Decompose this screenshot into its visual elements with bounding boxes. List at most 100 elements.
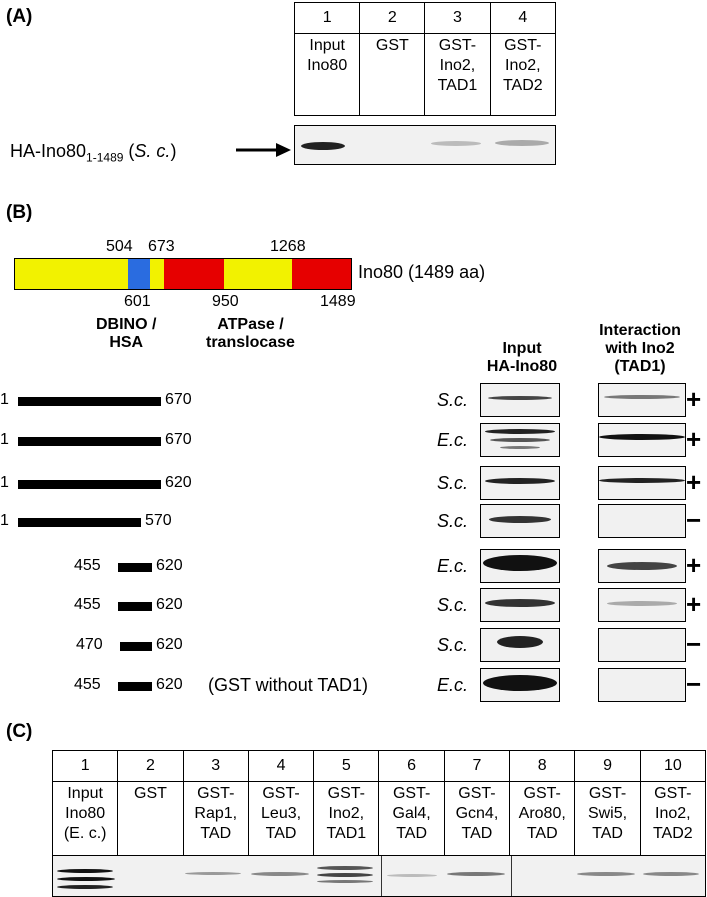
construct-end: 670 [165,431,192,448]
domain-atpase-2 [292,259,351,289]
lane-number: 1 [293,2,361,34]
input-blot [480,466,560,500]
lane-number: 8 [509,750,576,782]
construct-start: 470 [76,636,103,653]
lane-label: GST [359,33,426,116]
lane-label: GST-Rap1,TAD [182,781,249,864]
species-label: E.c. [436,675,468,695]
input-blot [480,668,560,702]
panel-a-letter: (A) [6,6,33,27]
input-blot [480,549,560,583]
domain-n-term [15,259,128,289]
species-label: S.c. [436,635,468,655]
lane-label: GST-Ino2,TAD2 [639,781,707,864]
arrow-icon [236,143,291,157]
interaction-result: + [686,384,702,414]
domain-dbino [128,259,150,289]
construct-end: 570 [145,512,172,529]
pos-label: 1489 [320,293,356,310]
interaction-blot [598,466,686,500]
lane-label: GST-Swi5,TAD [574,781,641,864]
input-blot [480,383,560,417]
domain-insertion [224,259,292,289]
pos-label: 950 [212,293,239,310]
construct-end: 620 [156,636,183,653]
domain-atpase-1 [164,259,224,289]
lane-number: 7 [443,750,511,782]
construct-bar [118,563,152,572]
lane-label: GST-Ino2,TAD1 [424,33,491,116]
lane-number: 10 [639,750,707,782]
input-blot [480,588,560,622]
input-blot [480,628,560,662]
lane-number: 1 [51,750,119,782]
interaction-result: + [686,589,702,619]
species-label: S.c. [436,390,468,410]
construct-bar [18,437,161,446]
panel-b-letter: (B) [6,202,33,223]
interaction-result: + [686,550,702,580]
interaction-result: − [686,505,702,535]
construct-end: 620 [156,557,183,574]
blot-c [52,855,706,897]
lane-number: 4 [247,750,315,782]
construct-note: (GST without TAD1) [208,675,369,695]
lane-number: 9 [574,750,641,782]
construct-bar [18,397,161,406]
construct-end: 620 [156,676,183,693]
construct-bar [118,682,152,691]
construct-bar [118,602,152,611]
lane-number: 3 [424,2,491,34]
lane-label: GST-Gcn4,TAD [443,781,511,864]
construct-start: 1 [0,474,9,491]
domain-label-atpase: ATPase /translocase [206,316,295,351]
pos-label: 673 [148,238,175,255]
interaction-blot [598,628,686,662]
lane-number: 3 [182,750,249,782]
construct-start: 1 [0,391,9,408]
interaction-result: − [686,629,702,659]
lane-number: 2 [117,750,184,782]
panel-c-letter: (C) [6,721,33,742]
construct-start: 1 [0,512,9,529]
lane-number: 2 [359,2,426,34]
construct-bar [120,642,152,651]
ino80-domain-map [14,258,352,290]
domain-label-dbino: DBINO /HSA [96,316,157,351]
lane-label: GST-Gal4,TAD [378,781,445,864]
input-blot [480,423,560,457]
construct-start: 455 [74,557,101,574]
construct-bar [18,480,161,489]
lane-label: GST-Ino2,TAD2 [489,33,557,116]
interaction-blot [598,588,686,622]
construct-start: 1 [0,431,9,448]
construct-start: 455 [74,676,101,693]
protein-label: Ino80 (1489 aa) [358,262,486,282]
interaction-blot [598,668,686,702]
pos-label: 1268 [270,238,306,255]
interaction-result: + [686,467,702,497]
species-label: S.c. [436,511,468,531]
species-label: E.c. [436,556,468,576]
pos-label: 504 [106,238,133,255]
input-blot [480,504,560,538]
interaction-blot [598,423,686,457]
species-label: S.c. [436,595,468,615]
construct-end: 620 [165,474,192,491]
interaction-result: − [686,669,702,699]
construct-end: 670 [165,391,192,408]
lane-label: GST [117,781,184,864]
pos-label: 601 [124,293,151,310]
construct-bar [18,518,141,527]
lane-label: GST-Aro80,TAD [509,781,576,864]
construct-start: 455 [74,596,101,613]
species-label: E.c. [436,430,468,450]
blot-label-a: HA-Ino801-1489 (S. c.) [10,141,177,165]
interaction-blot [598,383,686,417]
